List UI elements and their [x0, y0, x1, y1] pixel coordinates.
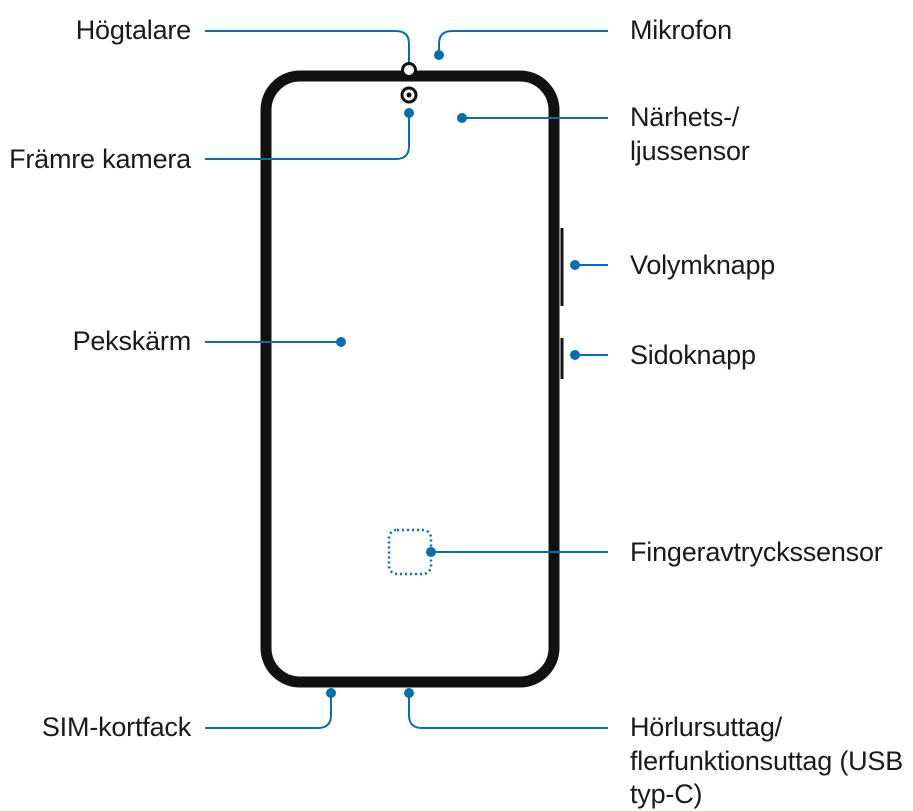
label-touchscreen: Pekskärm: [72, 326, 192, 356]
front-camera-callout-line: [205, 113, 410, 160]
microphone-dot: [434, 50, 444, 60]
earphone-jack-dot: [404, 688, 414, 698]
speaker-callout-line: [205, 30, 410, 70]
front-camera-lens: [400, 86, 418, 104]
front-camera-dot: [404, 108, 414, 118]
side-key-dot: [570, 350, 580, 360]
microphone-callout-line: [438, 30, 608, 55]
label-speaker: Högtalare: [75, 15, 191, 45]
label-sim-tray: SIM-kortfack: [41, 712, 191, 742]
label-microphone: Mikrofon: [630, 15, 732, 45]
label-front-camera: Främre kamera: [9, 144, 191, 174]
phone-body: [260, 70, 560, 688]
label-proximity-sensor-line1: Närhets-/: [630, 102, 740, 132]
label-earphone-jack-line1: Hörlursuttag/: [630, 712, 782, 742]
touchscreen-dot: [336, 337, 346, 347]
fingerprint-sensor-area: [387, 528, 433, 576]
label-side-key: Sidoknapp: [630, 340, 756, 370]
label-earphone-jack-line2: flerfunktionsuttag (USB: [630, 746, 904, 776]
volume-key-dot: [570, 260, 580, 270]
sim-tray-dot: [326, 688, 336, 698]
fingerprint-dot: [426, 547, 436, 557]
label-proximity-sensor-line2: ljussensor: [630, 136, 750, 166]
label-fingerprint-sensor: Fingeravtryckssensor: [630, 537, 883, 567]
label-earphone-jack-line3: typ-C): [630, 779, 703, 809]
front-camera-lens-core: [406, 92, 412, 98]
sim-tray-callout-line: [205, 693, 332, 729]
label-volume-key: Volymknapp: [630, 250, 776, 280]
proximity-sensor-dot: [457, 113, 467, 123]
earphone-jack-callout-line: [408, 693, 608, 729]
speaker-dot: [401, 62, 417, 78]
